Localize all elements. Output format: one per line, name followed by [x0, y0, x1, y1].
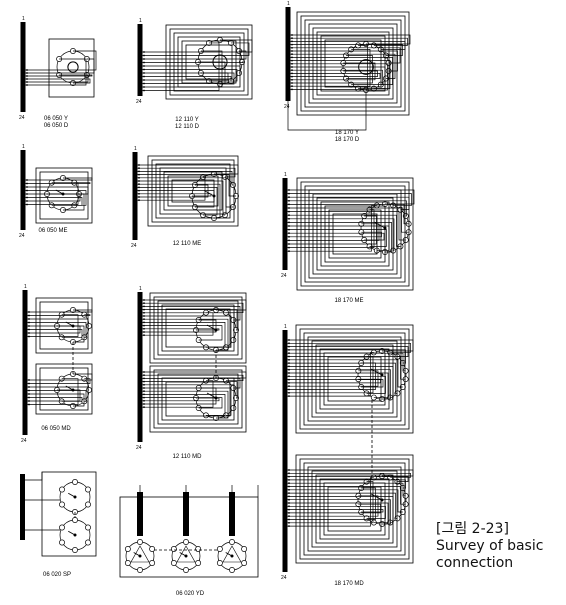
panel-label: 18 170 D [335, 137, 360, 143]
caption-title-line2: connection [436, 555, 514, 571]
terminal-strip [22, 290, 28, 435]
strip-end-label-top: 1 [284, 324, 287, 330]
figure-caption: [그림 2-23] Survey of basic connection [436, 521, 543, 572]
strip-end-label-top: 1 [22, 144, 25, 150]
terminal-strip [137, 292, 143, 442]
contact-terminal [137, 539, 143, 545]
contact-terminal [170, 560, 177, 566]
contact-terminal [195, 546, 202, 552]
terminal-strip [132, 152, 138, 240]
contact-terminal [85, 539, 91, 546]
panel-label: 06 050 Y [44, 116, 68, 122]
terminal-strip [282, 178, 288, 270]
panel-label: 18 170 Y [335, 130, 359, 136]
contact-terminal [230, 337, 237, 343]
panel-p9: 1 24 18 170 MD [281, 324, 414, 587]
strip-end-label-top: 1 [22, 16, 25, 22]
contact-terminal [230, 405, 237, 411]
contact-terminal [59, 486, 65, 493]
contact-terminal [137, 567, 143, 573]
strip-end-label-top: 1 [287, 1, 290, 7]
panel-p11: 06 020 YD [119, 485, 259, 597]
terminal-strip [282, 330, 288, 572]
contact-terminal [85, 524, 91, 531]
figure-tag: [그림 2-23] [436, 521, 509, 537]
terminal-strip [20, 150, 26, 230]
panel-p5: 1 24 12 110 ME [131, 146, 239, 249]
panel-p10: 06 020 SP [20, 471, 97, 578]
contact-terminal [85, 486, 91, 493]
contact-terminal [59, 501, 65, 508]
terminal-strip [229, 492, 235, 536]
strip-end-label-bottom: 24 [136, 99, 142, 105]
panel-p1: 1 24 06 050 Y06 050 D [19, 16, 97, 129]
panel-label: 12 110 MD [173, 454, 203, 460]
contact-terminal [241, 546, 248, 552]
contact-terminal [124, 560, 131, 566]
strip-end-label-top: 1 [139, 286, 142, 292]
panel-p4: 1 24 06 050 ME [19, 144, 93, 239]
contact-terminal [72, 547, 78, 553]
terminal-strip [137, 492, 143, 536]
panel-label: 06 050 ME [38, 228, 67, 234]
strip-end-label-top: 1 [134, 146, 137, 152]
contact-terminal [170, 546, 177, 552]
contact-terminal [195, 560, 202, 566]
terminal-strip [183, 492, 189, 536]
contact-terminal [241, 560, 248, 566]
terminal-strip [137, 24, 143, 96]
panel-label: 12 110 ME [173, 241, 202, 247]
panel-p7: 1 24 06 050 MD [21, 284, 93, 444]
strip-end-label-bottom: 24 [281, 273, 287, 279]
panel-p3: 1 24 18 170 Y18 170 D [284, 1, 411, 143]
contact-terminal [59, 539, 65, 546]
caption-title-line1: Survey of basic [436, 538, 544, 554]
panel-p6: 1 24 18 170 ME [281, 172, 415, 304]
contact-terminal [229, 567, 235, 573]
panel-p8: 1 24 12 110 MD [136, 286, 247, 460]
terminal-strip [285, 7, 291, 101]
strip-end-label-top: 1 [24, 284, 27, 290]
contact-terminal [229, 539, 235, 545]
panel-label: 06 050 MD [41, 426, 71, 432]
panel-label: 06 020 SP [43, 572, 71, 578]
terminal-strip [20, 22, 26, 112]
contact-terminal [216, 546, 223, 552]
contact-terminal [183, 567, 189, 573]
strip-end-label-top: 1 [284, 172, 287, 178]
strip-end-label-top: 1 [139, 18, 142, 24]
strip-end-label-bottom: 24 [284, 104, 290, 110]
contact-terminal [72, 479, 78, 485]
contact-terminal [124, 546, 131, 552]
strip-end-label-bottom: 24 [131, 243, 137, 249]
panel-label: 18 170 MD [334, 581, 364, 587]
rotor-hub [67, 61, 79, 73]
contact-terminal [85, 501, 91, 508]
contact-terminal [216, 560, 223, 566]
strip-end-label-bottom: 24 [136, 445, 142, 451]
terminal-strip [20, 474, 25, 540]
panel-label: 12 110 Y [175, 117, 198, 123]
panel-label: 06 020 YD [176, 591, 205, 597]
contact-terminal [149, 546, 156, 552]
strip-end-label-bottom: 24 [281, 575, 287, 581]
strip-end-label-bottom: 24 [19, 115, 25, 121]
panel-p2: 1 24 12 110 Y12 110 D [136, 18, 253, 130]
contact-terminal [59, 524, 65, 531]
contact-terminal [183, 539, 189, 545]
strip-end-label-bottom: 24 [21, 438, 27, 444]
strip-end-label-bottom: 24 [19, 233, 25, 239]
panel-label: 12 110 D [175, 124, 200, 130]
panel-label: 18 170 ME [334, 298, 363, 304]
panel-label: 06 050 D [44, 123, 69, 129]
contact-terminal [149, 560, 156, 566]
